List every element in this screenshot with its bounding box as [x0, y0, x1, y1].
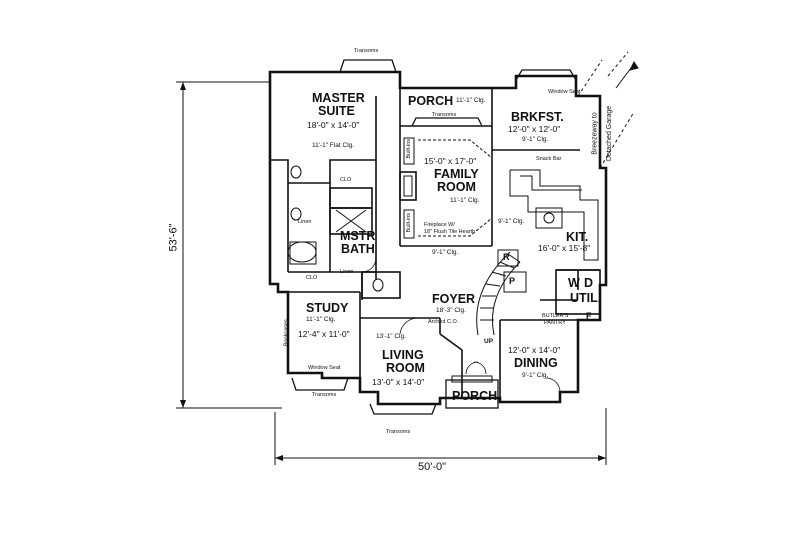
transoms-label-top: Transoms [354, 48, 379, 54]
rear-porch-name: PORCH [408, 94, 454, 108]
rear-porch-ceiling: 11'-1" Clg. [456, 97, 486, 104]
fireplace [399, 137, 417, 239]
depth-dimension-label: 53'-6" [167, 223, 180, 252]
family-room-ceiling: 11'-1" Clg. [450, 197, 480, 204]
exterior-walls [268, 70, 608, 406]
bath-fixtures [287, 165, 384, 292]
master-bath-name-1: MSTR [340, 229, 376, 243]
foyer-name: FOYER [432, 292, 476, 306]
transoms-label-porch: Transoms [432, 112, 457, 118]
dining-dims: 12'-0" x 14'-0" [508, 345, 561, 355]
kitchen-counters [509, 169, 599, 261]
stair-p-label: P [509, 276, 516, 286]
living-room-dims: 13'-0" x 14'-0" [372, 377, 425, 387]
built-ins-label-upper: Built-ins [406, 138, 413, 159]
master-suite-name-1: MASTER [312, 91, 365, 105]
bay-windows [291, 59, 577, 415]
utility-dryer-label: D [584, 276, 594, 290]
breakfast-ceiling: 9'-1" Clg. [522, 136, 549, 143]
living-room-ceiling: 13'-1" Clg. [376, 333, 406, 340]
master-suite-name-2: SUITE [318, 104, 355, 118]
fireplace-label-2: 18" Flush Tile Hearth [424, 229, 476, 235]
transoms-label-living: Transoms [386, 429, 411, 435]
front-porch-outline [445, 379, 499, 409]
bookcases-label: Bookcases [283, 319, 290, 347]
linen-label-upper: Linen [298, 219, 312, 225]
dining-ceiling: 9'-1" Clg. [522, 372, 549, 379]
breezeway-label-2: Detached Garage [606, 105, 614, 162]
window-seat-label-breakfast: Window Seat [548, 89, 581, 95]
snack-bar-label: Snack Bar [536, 156, 562, 162]
closet-label-lower: CLO [306, 275, 318, 281]
utility-f-label: F [586, 311, 592, 321]
dining-name: DINING [514, 356, 558, 370]
front-porch-name: PORCH [452, 389, 498, 403]
breezeway [577, 51, 639, 169]
study-ceiling: 11'-1" Clg. [306, 316, 336, 323]
arched-opening-label: Arched C.O. [428, 319, 459, 325]
window-seat-label-study: Window Seat [308, 365, 341, 371]
family-room-name-2: ROOM [437, 180, 476, 194]
built-ins-label-lower: Built-ins [406, 212, 413, 233]
foyer-ceiling: 18'-3" Clg. [436, 307, 466, 314]
utility-washer-label: W [568, 276, 580, 290]
study-dims: 12'-4" x 11'-0" [298, 329, 350, 339]
breezeway-label-1: Breezeway to [591, 112, 599, 155]
kitchen-dims: 16'-0" x 15'-8" [538, 243, 591, 253]
living-room-name-2: ROOM [386, 361, 425, 375]
fireplace-label-1: Fireplace W/ [424, 222, 455, 228]
family-room-dims: 15'-0" x 17'-0" [424, 156, 477, 166]
stair-r-label: R [503, 252, 510, 262]
interior-walls [270, 88, 601, 398]
width-dimension-label: 50'-0" [418, 461, 447, 473]
closet-label-upper: CLO [340, 177, 352, 183]
master-bath-name-2: BATH [341, 242, 375, 256]
stair-up-label: UP [484, 338, 494, 345]
width-dimension-line [274, 408, 607, 465]
breakfast-name: BRKFST. [511, 110, 564, 124]
kitchen-name: KIT. [566, 230, 589, 244]
staircase [476, 249, 527, 336]
butlers-pantry-label-1: BUTLER'S [542, 313, 569, 319]
transoms-label-study: Transoms [312, 392, 337, 398]
butlers-pantry-label-2: PANTRY [544, 320, 566, 326]
depth-dimension-line [176, 81, 282, 409]
master-suite-ceiling: 11'-1" Flat Clg. [312, 142, 355, 149]
utility-name: UTIL. [570, 291, 602, 305]
kitchen-ceiling-label: 9'-1" Clg. [498, 218, 525, 225]
family-room-name-1: FAMILY [434, 167, 479, 181]
door-swings [361, 257, 561, 393]
breakfast-dims: 12'-0" x 12'-0" [508, 124, 561, 134]
master-suite-dims: 18'-0" x 14'-0" [307, 120, 360, 130]
linen-label-lower: Linen [340, 269, 354, 275]
study-name: STUDY [306, 301, 349, 315]
hall-ceiling-label: 9'-1" Clg. [432, 249, 459, 256]
living-room-name-1: LIVING [382, 348, 424, 362]
